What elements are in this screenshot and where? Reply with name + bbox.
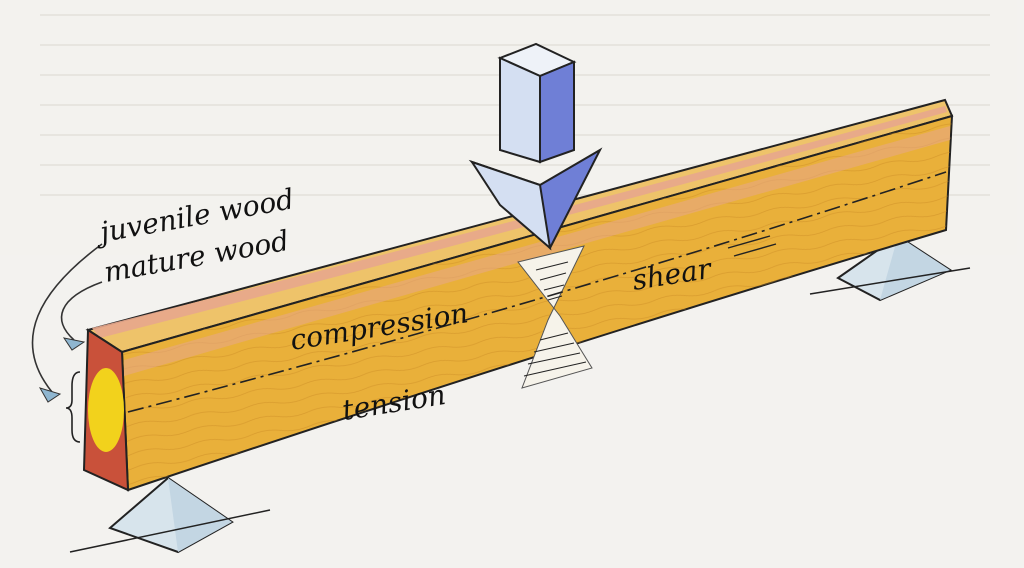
juvenile-core <box>88 368 124 452</box>
left-support <box>69 476 271 554</box>
load-arrow <box>468 42 603 251</box>
core-brace <box>65 371 81 443</box>
mature-wood-pointer <box>60 281 103 351</box>
beam-front-face <box>120 114 954 492</box>
right-support <box>809 234 971 302</box>
juvenile-wood-pointer <box>31 243 103 403</box>
shear-arrows <box>523 261 587 377</box>
beam-end-face <box>82 328 130 492</box>
